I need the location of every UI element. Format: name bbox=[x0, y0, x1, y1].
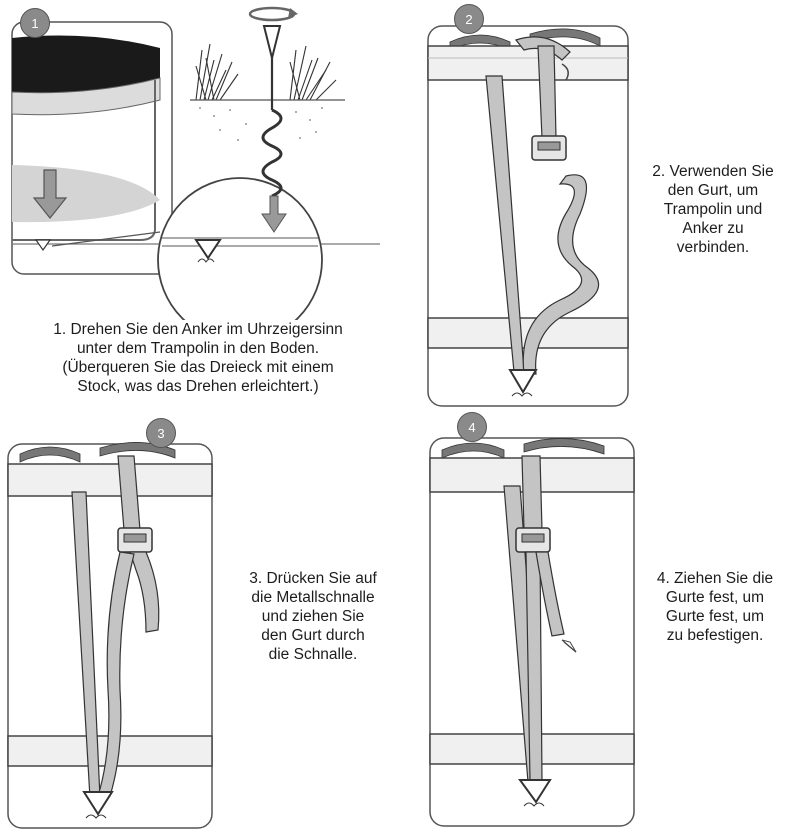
caption-line: den Gurt durch bbox=[261, 627, 365, 644]
step-1-illustration bbox=[0, 0, 380, 320]
caption-line: unter dem Trampolin in den Boden. bbox=[76, 340, 320, 357]
step-number-badge: 3 bbox=[146, 418, 176, 448]
caption-line: verbinden. bbox=[676, 239, 750, 256]
step-3-illustration bbox=[0, 420, 220, 832]
caption-line: Gurte fest, um bbox=[665, 589, 765, 606]
caption-line: die Schnalle. bbox=[268, 646, 358, 663]
caption-line: und ziehen Sie bbox=[261, 608, 365, 625]
step-number-badge: 2 bbox=[454, 4, 484, 34]
step-3-caption: 3. Drücken Sie auf die Metallschnalle un… bbox=[218, 569, 408, 664]
step-4-illustration bbox=[424, 420, 644, 832]
caption-line: Gurte fest, um bbox=[665, 608, 765, 625]
caption-line: Anker zu bbox=[682, 220, 744, 237]
caption-line: zu befestigen. bbox=[666, 627, 764, 644]
step-2-illustration bbox=[420, 0, 640, 412]
caption-line: 3. Drücken Sie auf bbox=[249, 570, 377, 587]
step-1-caption: 1. Drehen Sie den Anker im Uhrzeigersinn… bbox=[18, 320, 378, 396]
step-4-caption: 4. Ziehen Sie die Gurte fest, um Gurte f… bbox=[630, 569, 800, 645]
step-number-badge: 1 bbox=[20, 8, 50, 38]
caption-line: 2. Verwenden Sie bbox=[652, 163, 774, 180]
caption-line: 1. Drehen Sie den Anker im Uhrzeigersinn bbox=[53, 321, 343, 338]
caption-line: den Gurt, um bbox=[667, 182, 759, 199]
caption-line: (Überqueren Sie das Dreieck mit einem bbox=[62, 359, 334, 376]
caption-line: 4. Ziehen Sie die bbox=[656, 570, 774, 587]
caption-line: die Metallschnalle bbox=[251, 589, 375, 606]
step-number-badge: 4 bbox=[457, 412, 487, 442]
caption-line: Stock, was das Drehen erleichtert.) bbox=[77, 378, 319, 395]
caption-line: Trampolin und bbox=[663, 201, 763, 218]
step-2-caption: 2. Verwenden Sie den Gurt, um Trampolin … bbox=[628, 162, 798, 257]
